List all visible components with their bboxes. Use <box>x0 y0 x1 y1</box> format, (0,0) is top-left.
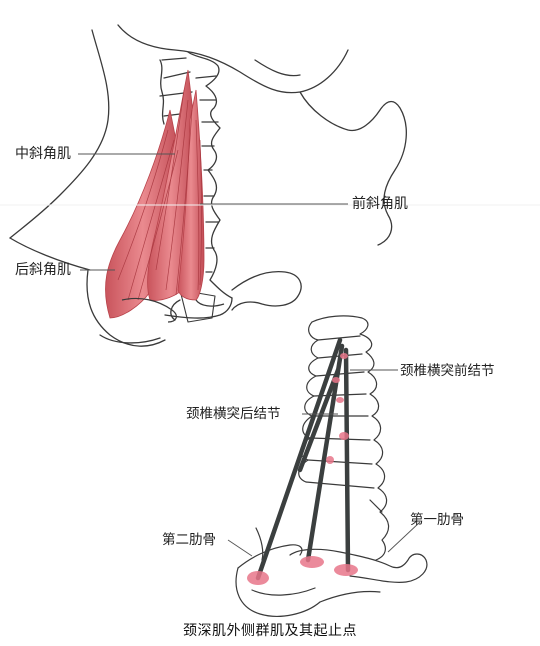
label-first-rib: 第一肋骨 <box>410 512 464 528</box>
label-second-rib: 第二肋骨 <box>162 532 216 548</box>
leader-lines-bottom <box>227 369 421 557</box>
top-figure <box>9 24 407 347</box>
label-anterior-tubercle: 颈椎横突前结节 <box>400 363 495 379</box>
diagram-caption: 颈深肌外侧群肌及其起止点 <box>183 623 357 639</box>
label-middle-scalene: 中斜角肌 <box>15 146 71 162</box>
second-rib-bone <box>237 544 303 569</box>
anterior-scalene-muscle <box>177 89 205 301</box>
throat-outline <box>299 91 407 246</box>
cervical-spine <box>187 51 233 299</box>
first-rib-top <box>86 269 166 347</box>
vertebra-stack <box>311 315 390 561</box>
label-anterior-scalene: 前斜角肌 <box>352 196 408 212</box>
label-posterior-scalene: 后斜角肌 <box>15 262 71 278</box>
shoulder-outline <box>9 237 91 271</box>
chin-outline <box>254 59 301 77</box>
bottom-figure <box>235 315 428 617</box>
scalene-tendons <box>255 337 351 581</box>
scalene-muscles <box>105 69 205 319</box>
insertion-points <box>247 353 358 585</box>
label-posterior-tubercle: 颈椎横突后结节 <box>186 406 281 422</box>
nape-outline <box>9 29 110 239</box>
clavicle <box>231 270 302 311</box>
first-rib-bone <box>289 548 428 583</box>
jaw-outline <box>117 24 349 94</box>
leader-lines-top <box>78 153 348 271</box>
